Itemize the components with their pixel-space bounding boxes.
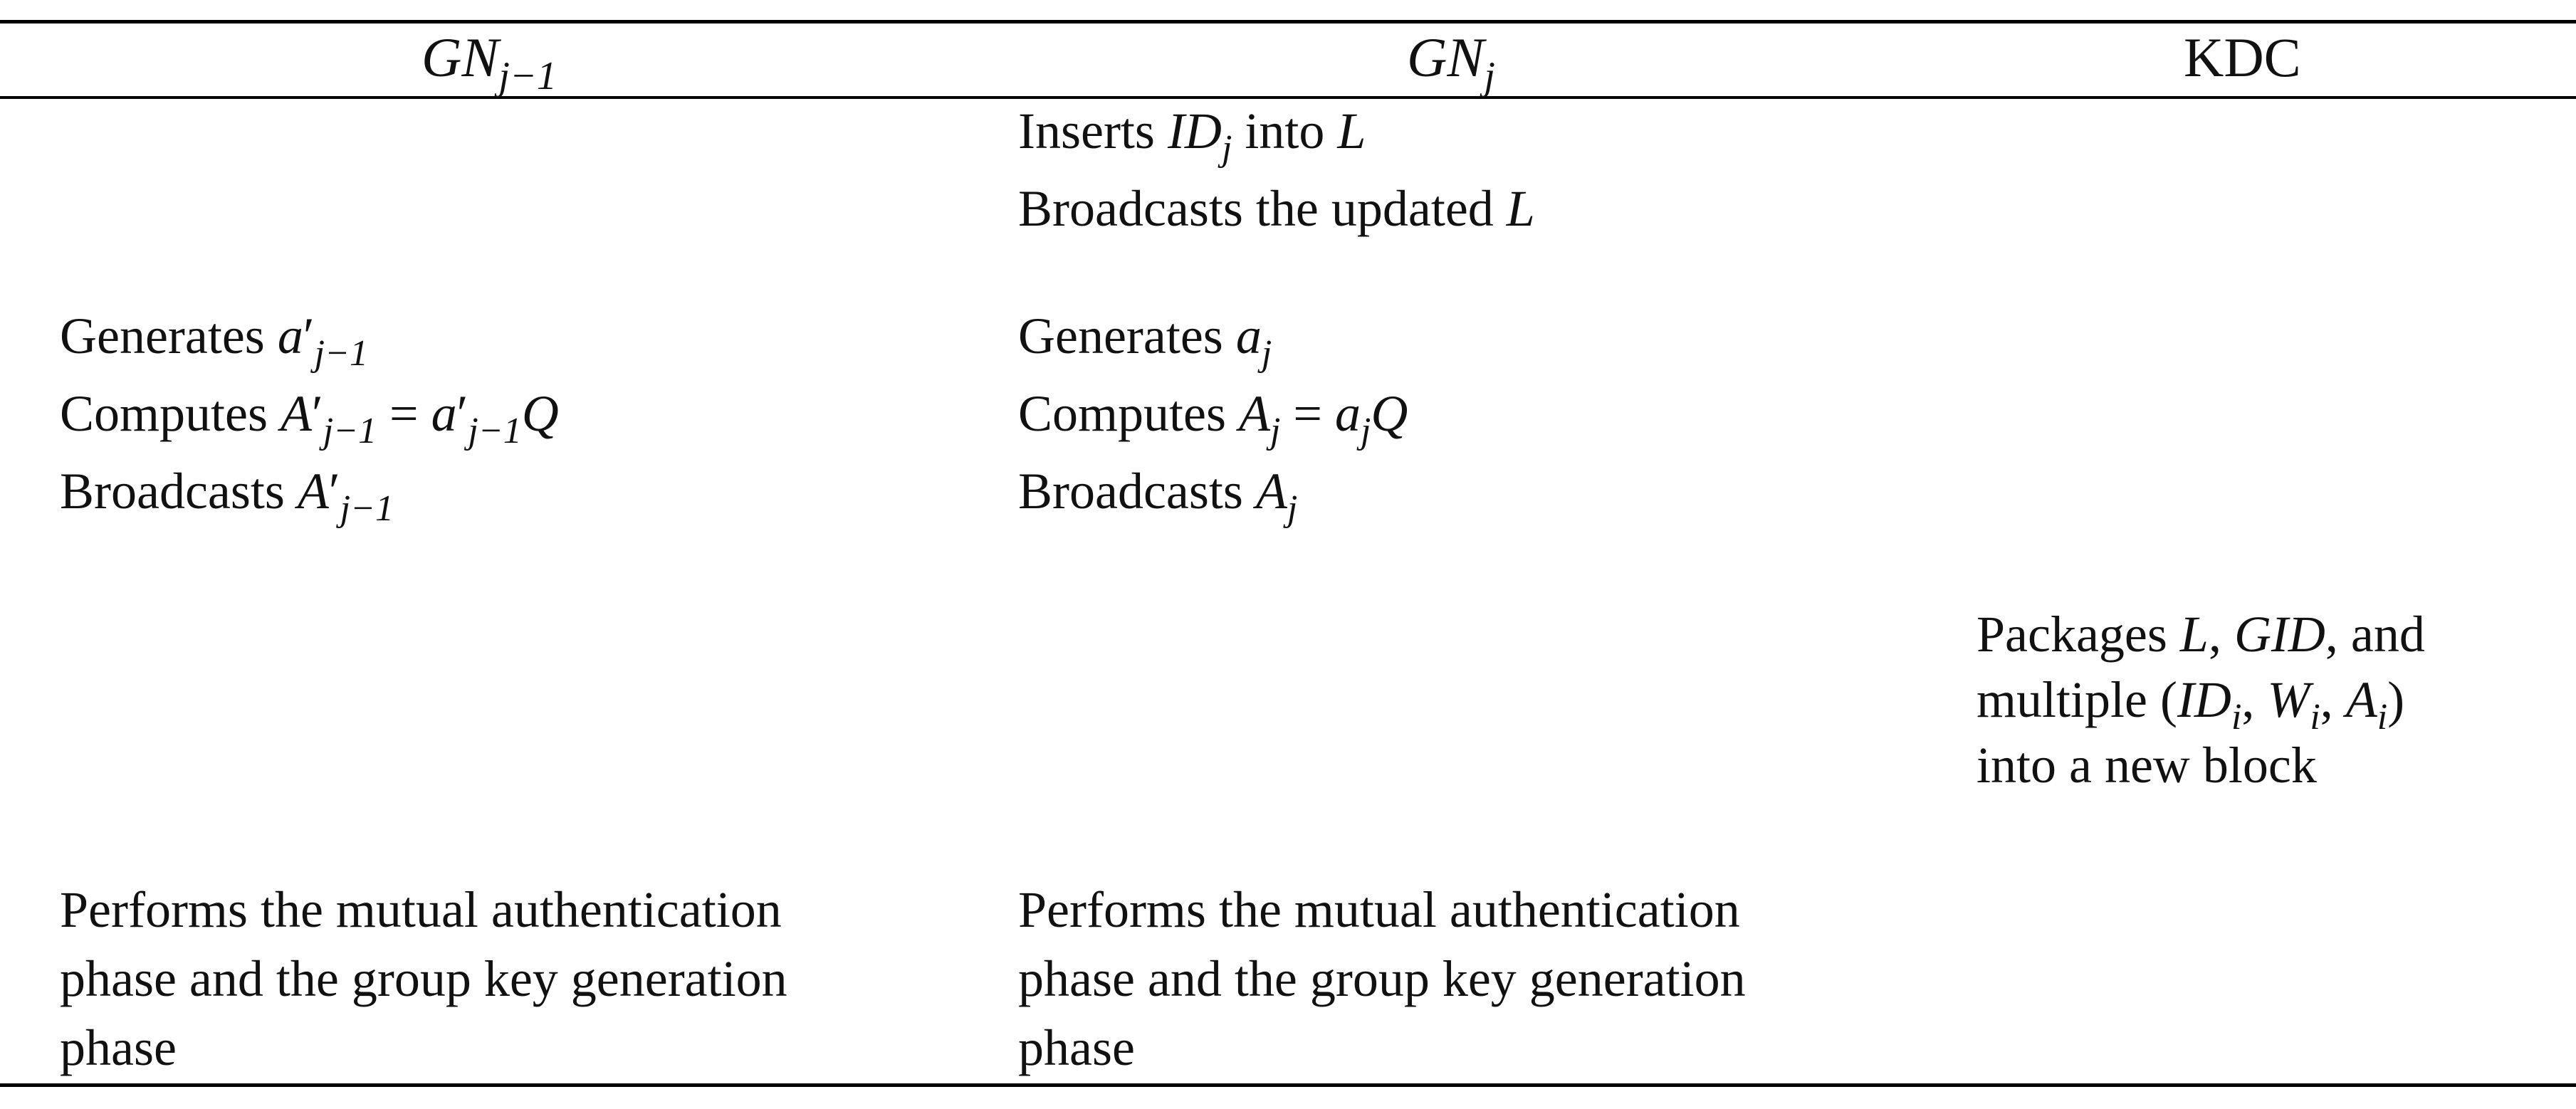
header-gn-prev: GNj−1 [422,19,557,98]
row2-prev-line3: Broadcasts A′j−1 [60,453,559,530]
row2-gn-current-cell: Generates aj Computes Aj = ajQ Broadcast… [1018,298,1408,530]
row2-prev-a-sub: j−1 [314,332,368,374]
row2-cur-A: Aj [1255,463,1298,529]
row4-prev-line2: phase and the group key generation [60,950,787,1007]
row4-cur-line1: Performs the mutual authentication [1018,881,1740,938]
row2-cur-a: aj [1235,308,1272,374]
row2-cur-line3-text: Broadcasts [1018,463,1256,520]
row3-kdc-line2: multiple (IDi, Wi, Ai) [1976,671,2405,737]
row4-prev-line3: phase [60,1019,177,1076]
row3-kdc-cell: Packages L, GID, and multiple (IDi, Wi, … [1976,601,2425,798]
row1-gn-current-cell: Inserts IDj into L Broadcasts the update… [1018,93,1535,248]
row2-cur-line2: Computes Aj = ajQ [1018,375,1408,453]
row2-prev-A-prime: A′j−1 [297,463,394,529]
row1-line1: Inserts IDj into L [1018,93,1535,170]
header-gn-prev-sub: j−1 [498,53,557,98]
row4-gn-prev-cell: Performs the mutual authentication phase… [60,876,787,1083]
row1-line1-pre: Inserts [1018,103,1168,159]
row2-prev-line3-text: Broadcasts [60,463,298,520]
header-gn-current: GNj [1407,19,1495,98]
row4-gn-current-cell: Performs the mutual authentication phase… [1018,876,1746,1083]
row2-prev-line1-text: Generates [60,308,278,364]
row1-id-var: ID [1167,103,1222,159]
row3-kdc-line1: Packages L, GID, and [1976,606,2425,663]
header-gn-current-name: GN [1407,26,1485,88]
table-top-rule [0,20,2576,23]
row2-cur-line1-text: Generates [1018,308,1236,364]
row3-kdc-line3: into a new block [1976,737,2317,794]
row1-line2-pre: Broadcasts the updated [1018,180,1507,237]
row1-list-var: L [1337,103,1366,159]
row2-prev-line2: Computes A′j−1 = a′j−1Q [60,375,559,453]
row1-line1-mid: into [1232,103,1338,159]
table-bottom-rule [0,1083,2576,1087]
row1-id-sub: j [1221,127,1232,169]
row1-line2: Broadcasts the updated L [1018,170,1535,248]
header-gn-current-sub: j [1484,53,1495,98]
row4-prev-line1: Performs the mutual authentication [60,881,782,938]
header-kdc: KDC [2184,26,2301,88]
row2-cur-line3: Broadcasts Aj [1018,453,1408,530]
row2-prev-eq: A′j−1 = a′j−1Q [281,385,559,451]
row4-cur-line2: phase and the group key generation [1018,950,1746,1007]
table-header-rule [0,96,2576,99]
row2-cur-line1: Generates aj [1018,298,1408,375]
row2-cur-line2-text: Computes [1018,385,1240,442]
row2-gn-prev-cell: Generates a′j−1 Computes A′j−1 = a′j−1Q … [60,298,559,530]
row2-prev-line1: Generates a′j−1 [60,298,559,375]
row2-cur-eq: Aj = ajQ [1239,385,1408,451]
row2-prev-a-prime: a′ [277,308,315,364]
row4-cur-line3: phase [1018,1019,1135,1076]
header-gn-prev-name: GN [422,26,499,88]
row2-prev-line2-text: Computes [60,385,281,442]
row1-line2-list-var: L [1506,180,1535,237]
